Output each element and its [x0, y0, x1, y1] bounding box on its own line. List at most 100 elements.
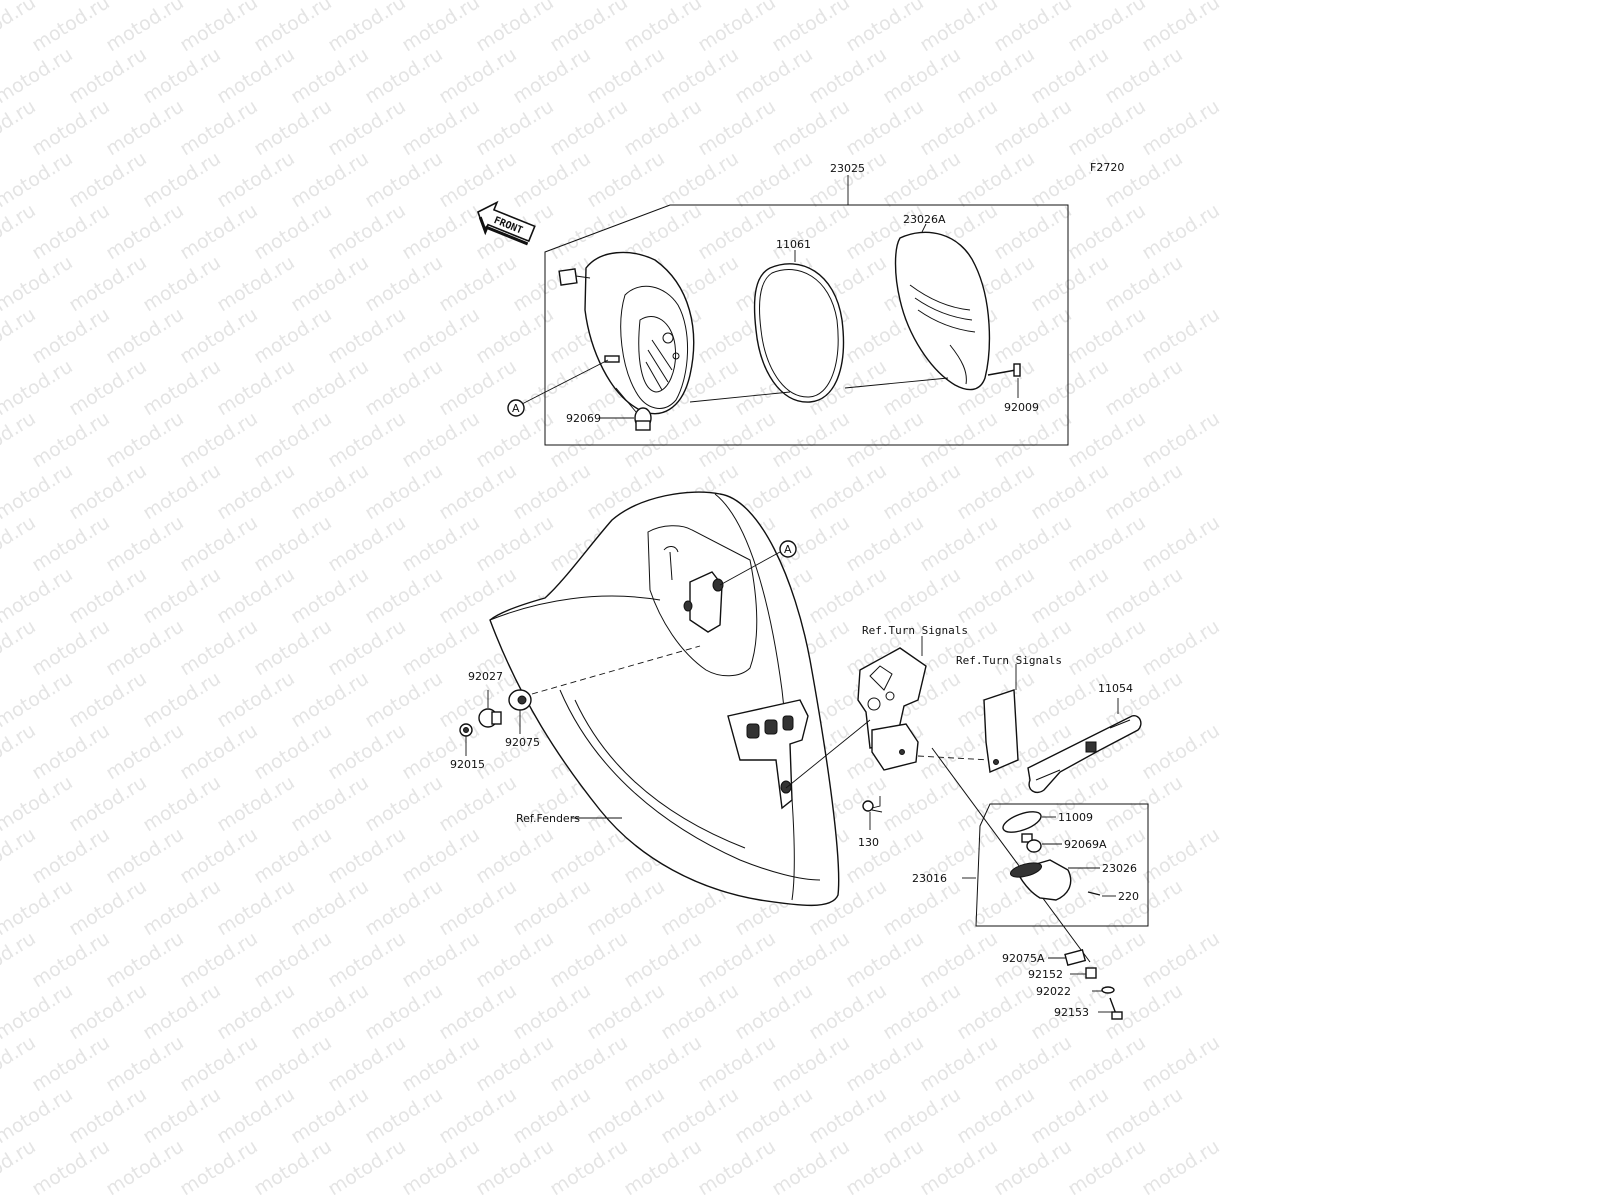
watermark-text: motod.ru	[916, 927, 1002, 992]
watermark-text: motod.ru	[287, 251, 373, 316]
watermark-text: motod.ru	[102, 719, 188, 784]
watermark-text: motod.ru	[361, 355, 447, 420]
lens-23026A	[844, 223, 991, 391]
turn-signal-bracket	[785, 636, 991, 789]
watermark-text: motod.ru	[139, 43, 225, 108]
watermark-text: motod.ru	[287, 147, 373, 212]
callout-a-upper-letter: A	[512, 402, 520, 415]
watermark-text: motod.ru	[65, 771, 151, 836]
watermark-text: motod.ru	[28, 1031, 114, 1096]
watermark-text: motod.ru	[953, 979, 1039, 1044]
watermark-text: motod.ru	[953, 1083, 1039, 1148]
watermark-text: motod.ru	[842, 1135, 928, 1200]
watermark-text: motod.ru	[213, 563, 299, 628]
watermark-text: motod.ru	[879, 147, 965, 212]
watermark-text: motod.ru	[1064, 1135, 1150, 1200]
watermark-text: motod.ru	[546, 823, 632, 888]
watermark-text: motod.ru	[28, 407, 114, 472]
watermark-text: motod.ru	[768, 1031, 854, 1096]
watermark-text: motod.ru	[1101, 667, 1187, 732]
rear-fender: A	[489, 491, 840, 907]
watermark-text: motod.ru	[1138, 303, 1224, 368]
watermark-text: motod.ru	[250, 719, 336, 784]
watermark-text: motod.ru	[361, 667, 447, 732]
part-label-11009: 11009	[1058, 811, 1093, 824]
watermark-text: motod.ru	[65, 1083, 151, 1148]
watermark-text: motod.ru	[1101, 875, 1187, 940]
watermark-text: motod.ru	[324, 303, 410, 368]
watermark-text: motod.ru	[213, 979, 299, 1044]
watermark-text: motod.ru	[916, 1031, 1002, 1096]
watermark-text: motod.ru	[1138, 1031, 1224, 1096]
watermark-text: motod.ru	[176, 719, 262, 784]
watermark-text: motod.ru	[213, 43, 299, 108]
watermark-text: motod.ru	[546, 927, 632, 992]
watermark-text: motod.ru	[472, 1135, 558, 1200]
part-label-92009: 92009	[1004, 401, 1039, 414]
watermark-text: motod.ru	[250, 407, 336, 472]
watermark-text: motod.ru	[1101, 459, 1187, 524]
watermark-text: motod.ru	[324, 1031, 410, 1096]
assembly-frame	[544, 204, 1069, 446]
watermark-text: motod.ru	[398, 95, 484, 160]
collar-92152	[1070, 967, 1097, 979]
watermark-text: motod.ru	[361, 43, 447, 108]
watermark-text: motod.ru	[953, 147, 1039, 212]
watermark-text: motod.ru	[435, 459, 521, 524]
watermark-text: motod.ru	[213, 771, 299, 836]
watermark-text: motod.ru	[287, 875, 373, 940]
taillight-assembly: 23025 92069 A	[507, 162, 1069, 446]
watermark-text: motod.ru	[28, 95, 114, 160]
watermark-text: motod.ru	[620, 0, 706, 56]
watermark-text: motod.ru	[990, 95, 1076, 160]
watermark-text: motod.ru	[139, 251, 225, 316]
watermark-text: motod.ru	[361, 251, 447, 316]
watermark-text: motod.ru	[768, 0, 854, 56]
part-label-23026A: 23026A	[903, 213, 946, 226]
watermark-text: motod.ru	[324, 95, 410, 160]
watermark-text: motod.ru	[102, 303, 188, 368]
part-label-92022: 92022	[1036, 985, 1071, 998]
watermark-text: motod.ru	[28, 1135, 114, 1200]
watermark-text: motod.ru	[176, 927, 262, 992]
callout-a-lower-letter: A	[784, 543, 792, 556]
watermark-text: motod.ru	[65, 667, 151, 732]
watermark-text: motod.ru	[324, 927, 410, 992]
watermark-text: motod.ru	[657, 147, 743, 212]
watermark-text: motod.ru	[990, 1031, 1076, 1096]
watermark-text: motod.ru	[657, 1083, 743, 1148]
watermark-text: motod.ru	[1138, 1135, 1224, 1200]
watermark-text: motod.ru	[620, 1135, 706, 1200]
watermark-text: motod.ru	[694, 1135, 780, 1200]
lens-23026	[1009, 859, 1100, 901]
watermark-text: motod.ru	[657, 979, 743, 1044]
watermark-text: motod.ru	[28, 927, 114, 992]
part-label-11054: 11054	[1098, 682, 1133, 695]
watermark-text: motod.ru	[324, 1135, 410, 1200]
watermark-text: motod.ru	[213, 459, 299, 524]
watermark-text: motod.ru	[879, 459, 965, 524]
watermark-text: motod.ru	[250, 615, 336, 680]
watermark-text: motod.ru	[176, 615, 262, 680]
watermark-text: motod.ru	[176, 1031, 262, 1096]
watermark-text: motod.ru	[398, 823, 484, 888]
watermark-text: motod.ru	[472, 1031, 558, 1096]
bolt-130	[862, 796, 883, 830]
watermark-text: motod.ru	[1027, 459, 1113, 524]
watermark-text: motod.ru	[176, 303, 262, 368]
bulb-92069	[600, 387, 652, 431]
watermark-text: motod.ru	[1138, 95, 1224, 160]
watermark-text: motod.ru	[65, 979, 151, 1044]
watermark-text: motod.ru	[1101, 147, 1187, 212]
part-label-92075: 92075	[505, 736, 540, 749]
watermark-text: motod.ru	[287, 563, 373, 628]
watermark-text: motod.ru	[509, 979, 595, 1044]
watermark-text: motod.ru	[583, 979, 669, 1044]
grommet-92075	[508, 689, 532, 734]
watermark-text: motod.ru	[509, 43, 595, 108]
watermark-text: motod.ru	[250, 823, 336, 888]
watermark-text: motod.ru	[1064, 615, 1150, 680]
watermark-text: motod.ru	[139, 147, 225, 212]
watermark-text: motod.ru	[694, 0, 780, 56]
gasket-11009	[1002, 811, 1056, 833]
